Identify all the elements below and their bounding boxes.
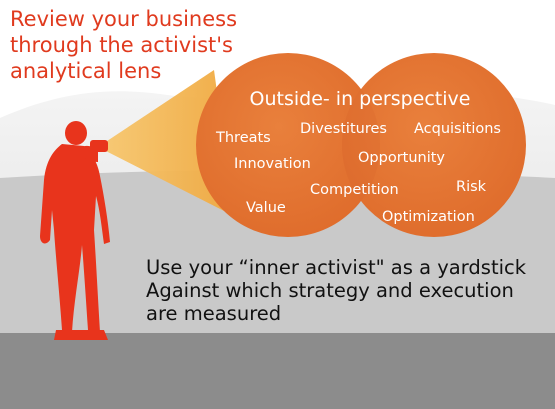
lens-circle-left bbox=[196, 53, 380, 237]
ground-foreground bbox=[0, 333, 555, 409]
activist-figure-icon bbox=[40, 121, 110, 340]
caption-line: Against which strategy and execution bbox=[146, 279, 514, 302]
term-optimization: Optimization bbox=[382, 209, 475, 225]
term-risk: Risk bbox=[456, 179, 487, 195]
headline-line: analytical lens bbox=[10, 59, 162, 83]
lens-circle-right bbox=[342, 53, 526, 237]
term-value: Value bbox=[246, 200, 286, 216]
caption-line: Use your “inner activist" as a yardstick bbox=[146, 256, 527, 279]
lens-overlap bbox=[341, 89, 381, 201]
vision-beam bbox=[98, 70, 234, 216]
term-competition: Competition bbox=[310, 182, 399, 198]
caption: Use your “inner activist" as a yardstick… bbox=[146, 256, 526, 325]
term-innovation: Innovation bbox=[234, 156, 311, 172]
term-threats: Threats bbox=[216, 130, 271, 146]
term-divestitures: Divestitures bbox=[300, 121, 387, 137]
headline-line: through the activist's bbox=[10, 33, 233, 57]
headline-line: Review your business bbox=[10, 7, 238, 31]
term-acquisitions: Acquisitions bbox=[414, 121, 501, 137]
term-opportunity: Opportunity bbox=[358, 150, 446, 166]
headline: Review your business through the activis… bbox=[10, 6, 237, 84]
lens-title: Outside- in perspective bbox=[249, 88, 471, 110]
caption-line: are measured bbox=[146, 302, 282, 325]
